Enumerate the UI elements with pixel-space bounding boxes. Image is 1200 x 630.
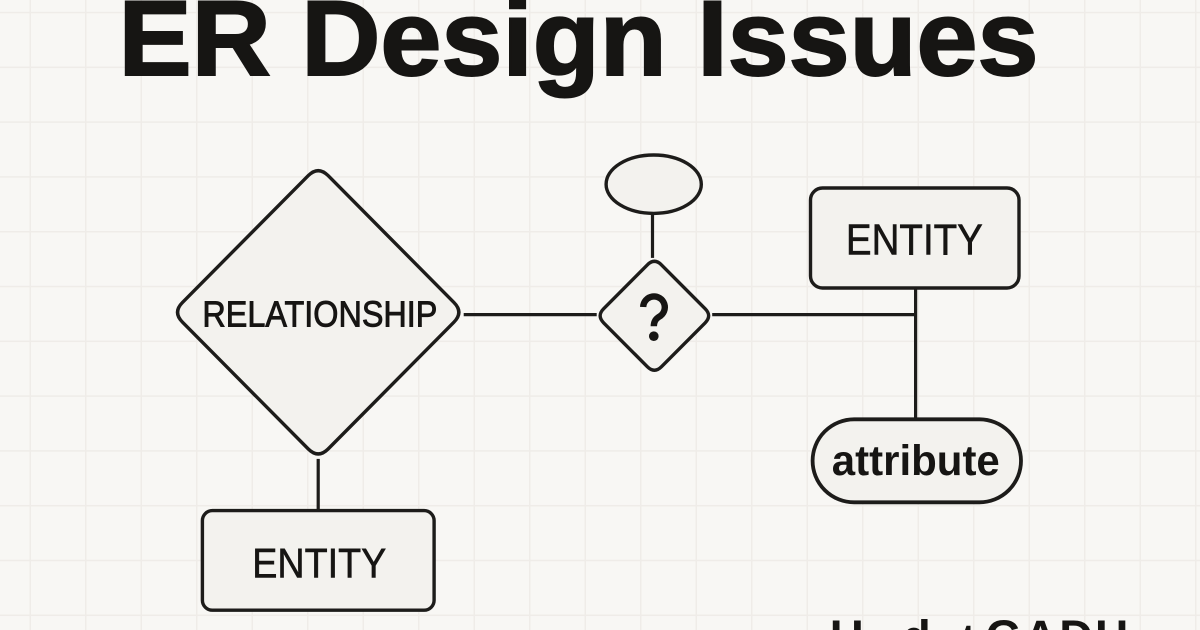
svg-text:t: t <box>961 614 977 630</box>
svg-text:GADH: GADH <box>986 611 1131 630</box>
svg-text:RELATIONSHIP: RELATIONSHIP <box>202 293 437 334</box>
svg-text:attribute: attribute <box>832 437 1000 485</box>
svg-text:U: U <box>830 611 864 630</box>
svg-text:ER Design Issues: ER Design Issues <box>119 0 1039 98</box>
svg-text:d: d <box>902 611 930 630</box>
svg-text:ENTITY: ENTITY <box>846 217 983 265</box>
svg-text:ENTITY: ENTITY <box>252 540 386 587</box>
